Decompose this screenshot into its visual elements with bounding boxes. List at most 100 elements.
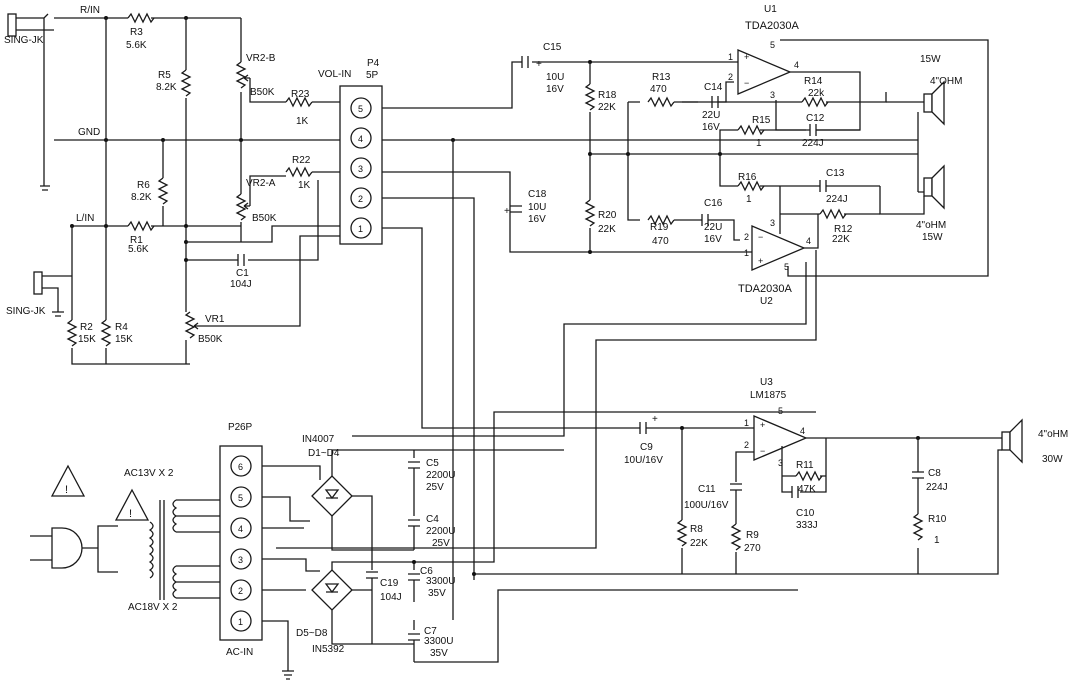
svg-text:1: 1 xyxy=(744,248,749,258)
c19-label: C19 xyxy=(380,578,399,589)
r19-value: 470 xyxy=(652,236,669,247)
r13-label: R13 xyxy=(652,72,671,83)
u1-opamp: + − 1 2 4 5 3 xyxy=(728,40,799,100)
d5d8-label: D5~D8 xyxy=(296,628,328,639)
in5392-label: IN5392 xyxy=(312,644,345,655)
c14-label: C14 xyxy=(704,82,723,93)
c9-value: 10U/16V xyxy=(624,455,663,466)
spk1-ohm: 4"OHM xyxy=(930,76,962,87)
c10-value: 333J xyxy=(796,520,818,531)
r1-label: R1 xyxy=(130,235,143,246)
ac13-label: AC13V X 2 xyxy=(124,468,174,479)
r16-label: R16 xyxy=(738,172,757,183)
vr2b-label: VR2-B xyxy=(246,53,276,64)
filter-caps xyxy=(408,450,420,662)
vr2b-value: B50K xyxy=(250,87,275,98)
svg-text:−: − xyxy=(760,446,765,456)
spk2-ohm: 4"oHM xyxy=(916,220,946,231)
r20-label: R20 xyxy=(598,210,617,221)
r14-value: 22k xyxy=(808,88,825,99)
c5-label: C5 xyxy=(426,458,439,469)
u3-label: U3 xyxy=(760,377,773,388)
c4-label: C4 xyxy=(426,514,439,525)
bridge-rectifier-2 xyxy=(311,569,353,611)
svg-text:3: 3 xyxy=(238,555,243,565)
r23-label: R23 xyxy=(291,89,310,100)
svg-text:2: 2 xyxy=(238,586,243,596)
r9-label: R9 xyxy=(746,530,759,541)
r8-value: 22K xyxy=(690,538,708,549)
svg-text:6: 6 xyxy=(238,462,243,472)
c10-label: C10 xyxy=(796,508,815,519)
svg-text:!: ! xyxy=(65,484,68,496)
c1-value: 104J xyxy=(230,279,252,290)
r22-label: R22 xyxy=(292,155,311,166)
spk3-watts: 30W xyxy=(1042,454,1063,465)
r2-label: R2 xyxy=(80,322,93,333)
spk3-ohm: 4"oHM xyxy=(1038,429,1068,440)
c18-value2: 16V xyxy=(528,214,546,225)
r2-value: 15K xyxy=(78,334,96,345)
svg-text:4: 4 xyxy=(800,426,805,436)
c4-value2: 25V xyxy=(432,538,450,549)
svg-text:2: 2 xyxy=(744,232,749,242)
svg-text:+: + xyxy=(504,206,510,217)
svg-text:4: 4 xyxy=(358,134,363,144)
svg-text:2: 2 xyxy=(728,72,733,82)
vr2a-label: VR2-A xyxy=(246,178,276,189)
p4-pin3-wire xyxy=(382,171,732,253)
c6-label: C6 xyxy=(420,566,433,577)
u3-part: LM1875 xyxy=(750,390,787,401)
gnd-label: GND xyxy=(78,127,100,138)
svg-text:+: + xyxy=(760,420,765,430)
svg-text:!: ! xyxy=(129,508,132,520)
spk1-watts: 15W xyxy=(920,54,941,65)
c16-value1: 22U xyxy=(704,222,722,233)
bridge-rectifier-1 xyxy=(311,475,353,517)
c13-value: 224J xyxy=(826,194,848,205)
r8-label: R8 xyxy=(690,524,703,535)
svg-text:5: 5 xyxy=(770,40,775,50)
c11-r9-wire xyxy=(730,451,754,574)
u3-opamp: + − 1 2 4 5 3 xyxy=(744,406,808,468)
c8-label: C8 xyxy=(928,468,941,479)
p2-output-wires xyxy=(262,465,321,671)
p2-connector: 6 5 4 3 2 1 xyxy=(219,445,263,641)
c16-value2: 16V xyxy=(704,234,722,245)
c19-wire xyxy=(366,532,378,644)
u2-part: TDA2030A xyxy=(738,283,792,295)
c6-value2: 35V xyxy=(428,588,446,599)
vr2a-value: B50K xyxy=(252,213,277,224)
p4-label: P4 xyxy=(367,58,380,69)
c9-label: C9 xyxy=(640,442,653,453)
svg-text:2: 2 xyxy=(744,440,749,450)
r6-label: R6 xyxy=(137,180,150,191)
r15-value: 1 xyxy=(756,138,762,149)
c9-wire xyxy=(634,422,754,434)
jack-top xyxy=(7,13,54,191)
svg-text:4: 4 xyxy=(794,60,799,70)
u1-label: U1 xyxy=(764,4,777,15)
c5-value1: 2200U xyxy=(426,470,455,481)
p4-connector: 5 4 3 2 1 xyxy=(339,85,383,245)
c11-label: C11 xyxy=(698,484,716,495)
c1-label: C1 xyxy=(236,268,249,279)
svg-text:1: 1 xyxy=(238,617,243,627)
sing-jk-bottom-label: SING-JK xyxy=(6,306,46,317)
c14-value1: 22U xyxy=(702,110,720,121)
svg-text:1: 1 xyxy=(728,52,733,62)
svg-text:3: 3 xyxy=(778,458,783,468)
c5-value2: 25V xyxy=(426,482,444,493)
svg-text:5: 5 xyxy=(784,262,789,272)
c7-label: C7 xyxy=(424,626,437,637)
svg-text:1: 1 xyxy=(744,418,749,428)
bridge1-wires xyxy=(331,449,414,551)
u-power-wires xyxy=(276,250,817,549)
ac18-label: AC18V X 2 xyxy=(128,602,178,613)
svg-text:4: 4 xyxy=(238,524,243,534)
r5-label: R5 xyxy=(158,70,171,81)
r13-value: 470 xyxy=(650,84,667,95)
r18-label: R18 xyxy=(598,90,617,101)
c15-value2: 16V xyxy=(546,84,564,95)
